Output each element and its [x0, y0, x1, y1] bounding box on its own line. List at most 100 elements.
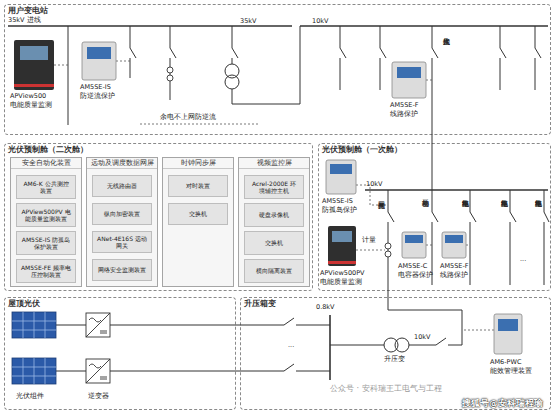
dashed-signal-line — [426, 80, 432, 81]
feeder-label: 35kV 进线 — [8, 16, 41, 24]
feeder-line — [432, 190, 438, 285]
device-icon — [498, 319, 518, 331]
device-name: ANet-4E16S 远动网关 — [93, 235, 151, 250]
group-heading: 光伏预制舱（二次舱） — [8, 145, 88, 154]
device-name: 硬盘录像机 — [255, 211, 293, 219]
device-name: AM5SE-IS 防孤岛保护装置 — [17, 236, 75, 251]
component-label: 升压变 — [384, 355, 405, 363]
feeder-line — [500, 26, 506, 90]
device-icon — [445, 235, 463, 243]
wire-connector — [432, 135, 433, 143]
group-heading: 时钟同步屏 — [163, 159, 233, 169]
dashed-signal-line — [356, 185, 388, 205]
device-name: 对时装置 — [182, 182, 214, 190]
wire-connector — [236, 325, 240, 326]
device-box: ANet-4E16S 远动网关 — [92, 231, 152, 253]
group-heading: 视频监控屏 — [239, 159, 309, 169]
group-heading: 安全自动化装置 — [11, 159, 81, 169]
watermark: 搜狐号@安科瑞程瑜 — [462, 398, 543, 408]
device-function: 线路保护 — [390, 110, 418, 118]
cabinet-panel: 时钟同步屏对时装置交换机 — [162, 157, 234, 287]
device-function: 能效管理装置 — [490, 367, 532, 375]
current-transformer — [385, 251, 391, 257]
device-box: Acrel-2000E 环境辅控主机 — [244, 175, 304, 199]
transformer-symbol — [395, 338, 409, 352]
feeder-line — [56, 26, 549, 371]
feeder-line — [68, 26, 69, 125]
component-label: 光伏组件 — [16, 392, 44, 400]
device-icon — [405, 235, 423, 243]
device-name: AM6-K 公共测控装置 — [17, 180, 75, 195]
current-transformer — [385, 243, 391, 249]
dashed-signal-line — [54, 65, 68, 66]
device-icon — [326, 160, 356, 194]
device-model: AM5SE-F — [440, 262, 469, 270]
device-name: AM5SE-FE 频率电压控制装置 — [17, 264, 75, 279]
device-name: 纵向加密装置 — [100, 210, 144, 218]
feeder-line — [240, 318, 330, 325]
device-name: APView500PV 电能质量监测装置 — [17, 208, 75, 223]
transformer-symbol — [225, 64, 239, 78]
feeder-line — [388, 297, 462, 345]
pv-panel — [12, 358, 56, 384]
device-name: 交换机 — [261, 239, 287, 247]
device-model: AM5SE-IS — [80, 83, 111, 91]
pv-panel — [12, 312, 56, 338]
feeder-line — [232, 26, 238, 64]
ellipsis-mark: ... — [288, 341, 294, 349]
dashed-signal-line — [462, 330, 494, 331]
pv-panel — [12, 358, 56, 384]
group-heading: 屋顶光伏 — [8, 299, 40, 308]
device-icon — [392, 62, 426, 98]
cabinet-panel: 远动及调度数据网屏无线路由器纵向加密装置ANet-4E16S 远动网关网络安全监… — [86, 157, 158, 287]
transformer-symbol — [225, 64, 409, 352]
bus-line — [8, 26, 548, 380]
device-icon — [328, 261, 356, 264]
current-transformer — [167, 67, 391, 257]
feeder-line — [388, 190, 394, 291]
feeder-line — [170, 26, 176, 100]
dashed-signal-line — [356, 250, 385, 251]
current-transformer — [167, 67, 173, 73]
device-model: APView500 — [10, 92, 46, 100]
feeder-line — [232, 26, 300, 104]
component-label: 逆变器 — [88, 392, 109, 400]
group-heading: 光伏预制舱（一次舱） — [322, 145, 402, 154]
ellipsis-mark: ... — [520, 255, 526, 263]
wire-connector — [388, 291, 389, 297]
device-function: 防孤岛保护 — [322, 206, 357, 214]
device-box: AM5SE-IS 防孤岛保护装置 — [16, 231, 76, 255]
device-box: 横向隔离装置 — [244, 259, 304, 283]
transformer-symbol — [225, 75, 239, 89]
device-icon — [332, 231, 352, 242]
feeder-line — [535, 26, 541, 90]
feeder-line — [544, 190, 549, 285]
feeder-line — [432, 143, 433, 190]
device-icon — [14, 40, 54, 90]
voltage-label: 10kV — [366, 180, 382, 188]
bus-line — [365, 189, 548, 191]
device-icon — [328, 226, 356, 266]
device-name: 交换机 — [185, 210, 211, 218]
pv-panel — [12, 312, 56, 384]
feeder-line — [470, 190, 476, 285]
group-box: 光伏预制舱（二次舱） 安全自动化装置 AM6-K 公共测控装置 APView500PV… — [4, 143, 313, 291]
feeder-line — [56, 325, 236, 326]
feeder-line — [330, 345, 384, 346]
inverter-symbol — [86, 313, 110, 383]
watermark: 公众号 · 安科瑞王工电气与工程 — [330, 384, 442, 393]
voltage-label: 0.8kV — [316, 303, 335, 311]
device-icon — [20, 46, 48, 60]
device-box: 无线路由器 — [92, 175, 152, 197]
dashed-signal-line — [54, 61, 494, 330]
device-icon — [87, 47, 111, 59]
device-icon — [442, 232, 466, 258]
dashed-signal-line — [140, 124, 260, 125]
pv-panel — [12, 312, 56, 338]
device-function: 电能质量监测 — [10, 101, 52, 109]
device-function: 电能质量监测 — [320, 278, 362, 286]
note-label: 计量 — [362, 236, 376, 244]
device-box: 交换机 — [244, 231, 304, 255]
group-heading: 用户变电站 — [8, 6, 48, 15]
device-box: 纵向加密装置 — [92, 203, 152, 225]
